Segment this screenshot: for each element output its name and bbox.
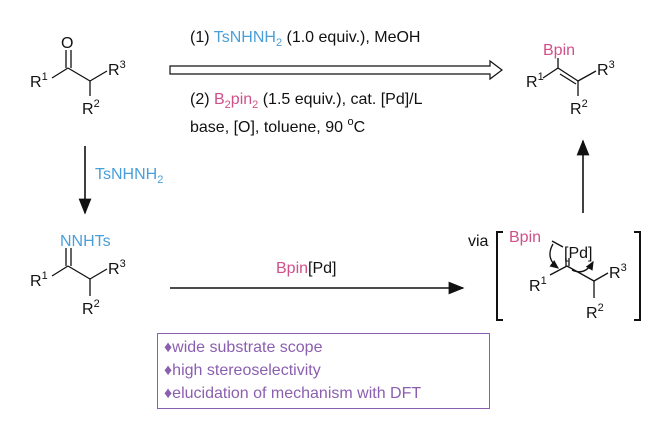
product-r3: R3 bbox=[597, 59, 615, 79]
horizontal-arrow-label: Bpin[Pd] bbox=[276, 260, 337, 277]
intermediate-r3: R3 bbox=[609, 262, 627, 282]
ketone-r2: R2 bbox=[82, 98, 100, 118]
diamond-bullet-icon: ♦ bbox=[164, 339, 173, 356]
curved-arrow-icon bbox=[571, 260, 594, 273]
curved-arrow-icon bbox=[549, 243, 560, 269]
hydrazone-r2: R2 bbox=[82, 298, 100, 318]
ketone-r3: R3 bbox=[108, 59, 126, 79]
product-r1: R1 bbox=[526, 71, 544, 91]
diamond-bullet-icon: ♦ bbox=[164, 385, 173, 402]
ketone-r1: R1 bbox=[30, 71, 48, 91]
right-bracket bbox=[634, 231, 641, 321]
feature-item: ♦high stereoselectivity bbox=[164, 362, 321, 379]
condition-step1: (1) TsNHNH2 (1.0 equiv.), MeOH bbox=[190, 29, 420, 49]
product-r2: R2 bbox=[570, 98, 588, 118]
condition-step2: (2) B2pin2 (1.5 equiv.), cat. [Pd]/L bbox=[190, 91, 423, 111]
features-box: ♦wide substrate scope ♦high stereoselect… bbox=[157, 333, 490, 409]
intermediate-bonds bbox=[549, 240, 609, 298]
hydrazone-nnhts: NNHTs bbox=[60, 233, 111, 250]
ketone-oxygen: O bbox=[61, 35, 73, 52]
condition-step3: base, [O], toluene, 90 oC bbox=[190, 116, 365, 136]
overall-double-arrow bbox=[169, 59, 503, 81]
intermediate-bpin: Bpin bbox=[509, 229, 541, 246]
via-label: via bbox=[468, 233, 489, 250]
intermediate-r2: R2 bbox=[586, 302, 604, 322]
diamond-bullet-icon: ♦ bbox=[164, 362, 173, 379]
product-bonds bbox=[542, 58, 597, 96]
left-bracket bbox=[496, 231, 503, 321]
hydrazone-r1: R1 bbox=[30, 270, 48, 290]
hydrazone-bonds bbox=[51, 248, 108, 296]
hydrazone-r3: R3 bbox=[108, 258, 126, 278]
down-arrow-label: TsNHNH2 bbox=[95, 166, 163, 186]
intermediate-r1: R1 bbox=[529, 275, 547, 295]
ketone-bonds bbox=[51, 50, 108, 96]
intermediate-pd: [Pd] bbox=[564, 245, 592, 262]
feature-item: ♦elucidation of mechanism with DFT bbox=[164, 385, 422, 402]
product-bpin: Bpin bbox=[543, 42, 575, 59]
feature-item: ♦wide substrate scope bbox=[164, 339, 323, 356]
